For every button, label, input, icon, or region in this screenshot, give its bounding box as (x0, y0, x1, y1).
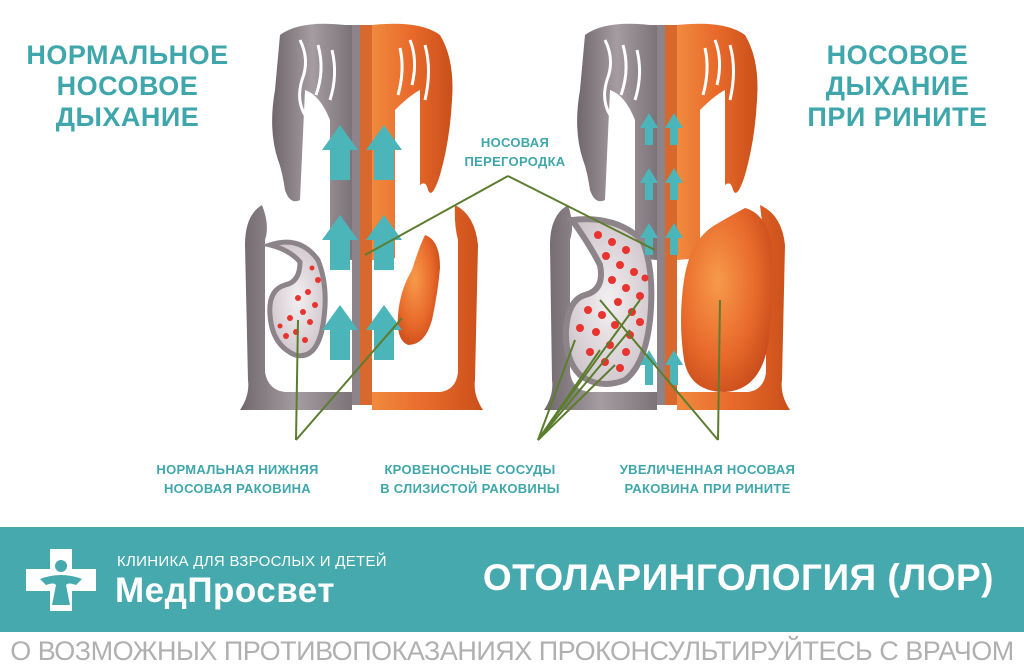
clinic-banner: КЛИНИКА ДЛЯ ВЗРОСЛЫХ И ДЕТЕЙ МедПросвет … (0, 527, 1024, 632)
upper-turbinate-orange-r (677, 23, 758, 260)
airflow-arrows-normal (322, 125, 402, 360)
clinic-subtitle: КЛИНИКА ДЛЯ ВЗРОСЛЫХ И ДЕТЕЙ (117, 553, 387, 570)
normal-turbinate-label-line: НОСОВАЯ РАКОВИНА (163, 481, 312, 496)
right-title: НОСОВОЕ ДЫХАНИЕ ПРИ РИНИТЕ (795, 40, 1000, 133)
enlarged-turbinate-label-line: РАКОВИНА ПРИ РИНИТЕ (624, 481, 791, 496)
blood-vessels-label: КРОВЕНОСНЫЕ СОСУДЫ В СЛИЗИСТОЙ РАКОВИНЫ (355, 460, 585, 498)
medical-cross-person-icon (26, 549, 96, 611)
vessel-dots-normal (277, 265, 321, 343)
septum-label: НОСОВАЯ ПЕРЕГОРОДКА (440, 133, 590, 171)
left-title-line: НОРМАЛЬНОЕ (26, 40, 229, 70)
right-title-line: ДЫХАНИЕ (825, 71, 970, 101)
normal-turbinate-label-line: НОРМАЛЬНАЯ НИЖНЯЯ (156, 462, 319, 477)
pointer-lines (295, 175, 721, 441)
lower-wall-orange (372, 205, 483, 410)
normal-nose (240, 23, 483, 410)
lower-wall-gray (240, 205, 352, 410)
left-title-line: НОСОВОЕ (56, 71, 199, 101)
enlarged-turbinate-label: УВЕЛИЧЕННАЯ НОСОВАЯ РАКОВИНА ПРИ РИНИТЕ (595, 460, 820, 498)
left-title-line: ДЫХАНИЕ (55, 102, 200, 132)
septum-label-line: НОСОВАЯ (480, 135, 550, 150)
rhinitis-nose (544, 23, 790, 410)
specialty-heading: ОТОЛАРИНГОЛОГИЯ (ЛОР) (482, 557, 994, 598)
clinic-name: МедПросвет (115, 571, 335, 610)
airflow-arrows-rhinitis (640, 113, 683, 385)
enlarged-turbinate-orange (681, 208, 773, 392)
blood-vessels-label-line: КРОВЕНОСНЫЕ СОСУДЫ (384, 462, 556, 477)
normal-turbinate-label: НОРМАЛЬНАЯ НИЖНЯЯ НОСОВАЯ РАКОВИНА (130, 460, 345, 498)
lower-wall-gray-r (544, 205, 657, 410)
upper-turbinate-orange (372, 23, 453, 260)
orange-turbinate-normal (397, 235, 440, 345)
disclaimer-text: О ВОЗМОЖНЫХ ПРОТИВОПОКАЗАНИЯХ ПРОКОНСУЛЬ… (0, 632, 1024, 671)
nasal-cavity-diagram (240, 23, 790, 441)
enlarged-turbinate-label-line: УВЕЛИЧЕННАЯ НОСОВАЯ (619, 462, 796, 477)
left-title: НОРМАЛЬНОЕ НОСОВОЕ ДЫХАНИЕ (20, 40, 235, 133)
right-title-line: ПРИ РИНИТЕ (807, 102, 988, 132)
septum-label-line: ПЕРЕГОРОДКА (464, 154, 566, 169)
upper-turbinate-gray (272, 23, 352, 260)
right-title-line: НОСОВОЕ (826, 40, 969, 70)
blood-vessels-label-line: В СЛИЗИСТОЙ РАКОВИНЫ (380, 481, 560, 496)
upper-turbinate-gray-r (577, 23, 657, 260)
